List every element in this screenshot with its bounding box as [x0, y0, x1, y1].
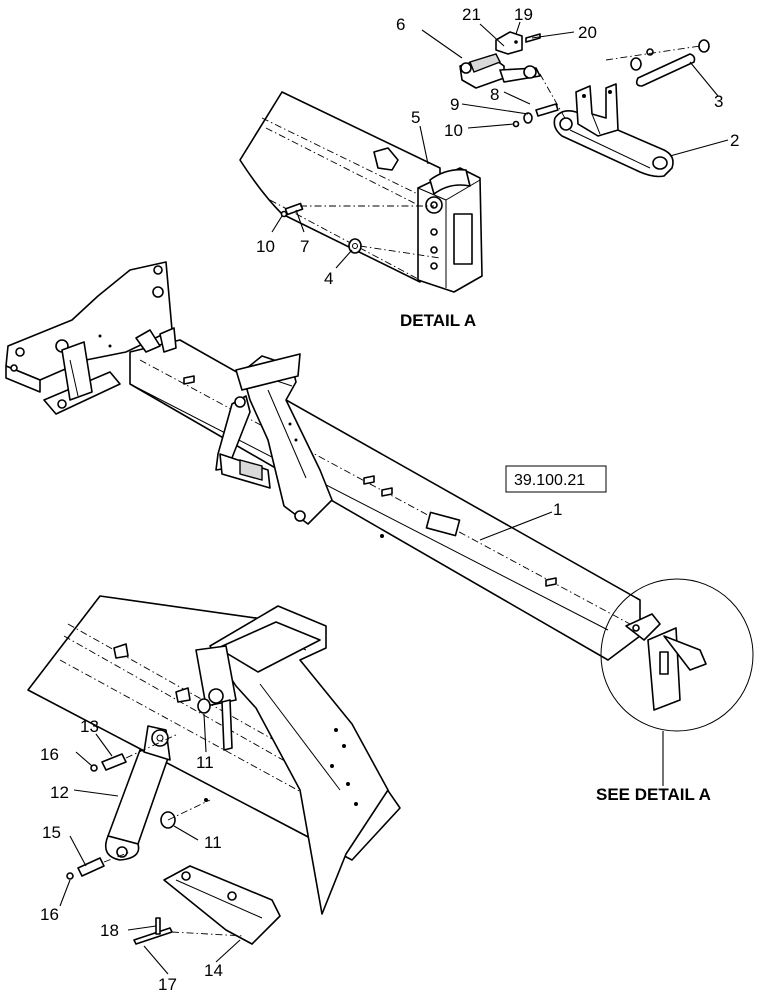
callout-9: 9	[450, 95, 459, 114]
nut-11-upper	[197, 698, 211, 714]
pin-18	[155, 917, 161, 935]
beam-saddle	[425, 511, 461, 537]
clip-top	[646, 48, 654, 56]
pin-8	[535, 103, 559, 117]
beam-lug	[373, 147, 399, 171]
pin-13	[101, 753, 127, 771]
callout-10-lower: 10	[256, 237, 275, 256]
callout-2: 2	[730, 131, 739, 150]
rod	[221, 699, 233, 751]
callout-3: 3	[714, 92, 723, 111]
callout-15: 15	[42, 823, 61, 842]
reference-code: 39.100.21	[514, 472, 585, 489]
bottom-detail-group	[27, 595, 401, 945]
bracket-14	[163, 865, 281, 945]
callout-21: 21	[462, 5, 481, 24]
clip-10-left	[280, 210, 288, 218]
main-frame-group	[5, 261, 707, 711]
bracket-hole	[430, 228, 438, 236]
detail-a-caption: DETAIL A	[400, 311, 476, 330]
callout-7: 7	[300, 237, 309, 256]
callout-13: 13	[80, 717, 99, 736]
callouts: 1 2 3 4 5 6 7 8 9 10 10 11 11 12 13 14 1…	[40, 5, 739, 994]
bolt-17	[133, 927, 173, 945]
callout-12: 12	[50, 783, 69, 802]
detail-a-group	[239, 31, 710, 293]
callout-8: 8	[490, 85, 499, 104]
clevis-21	[495, 31, 523, 55]
callout-10-upper: 10	[444, 121, 463, 140]
callout-4: 4	[324, 269, 333, 288]
callout-6: 6	[396, 15, 405, 34]
bracket-window	[453, 213, 473, 265]
reference-box	[505, 465, 607, 493]
callout-11-lower: 11	[204, 833, 222, 852]
link-2-upright	[575, 83, 619, 137]
clip-16-lower	[66, 872, 74, 880]
callout-20: 20	[578, 23, 597, 42]
callout-16-lower: 16	[40, 905, 59, 924]
pin-15	[77, 857, 105, 877]
clip-10	[512, 120, 520, 128]
washer-top-right	[698, 39, 710, 53]
clip-16-upper	[90, 764, 98, 772]
detail-circle	[600, 578, 754, 732]
pin-3	[635, 53, 696, 87]
see-detail-a-caption: SEE DETAIL A	[596, 785, 711, 804]
callout-16-upper: 16	[40, 745, 59, 764]
callout-11-upper: 11	[196, 753, 214, 772]
callout-14: 14	[204, 961, 223, 980]
callout-17: 17	[158, 975, 177, 994]
callout-18: 18	[100, 921, 119, 940]
washer-top-left	[630, 57, 642, 71]
callout-19: 19	[514, 5, 533, 24]
washer-9	[523, 112, 533, 124]
callout-5: 5	[411, 108, 420, 127]
bottom-upright	[209, 605, 389, 915]
callout-1: 1	[553, 500, 562, 519]
leader-lines	[59, 21, 729, 975]
